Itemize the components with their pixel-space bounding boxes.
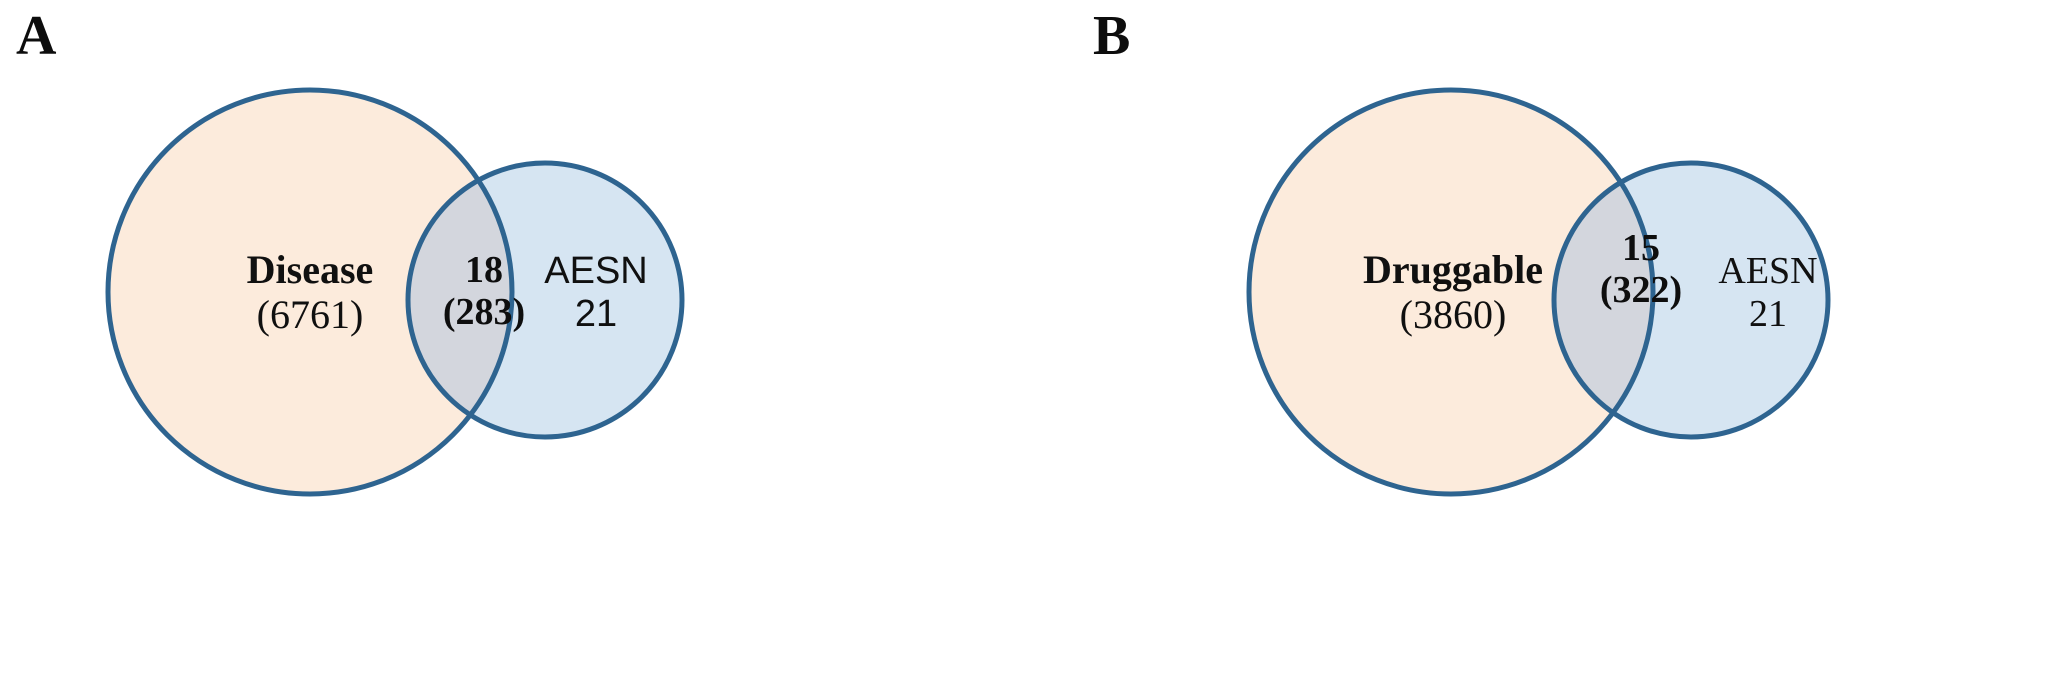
set-name-druggable: Druggable bbox=[1363, 247, 1543, 292]
venn-circle-right-outline-a bbox=[405, 160, 685, 440]
venn-overlap-a bbox=[408, 163, 512, 437]
set-count-aesn-a: 21 bbox=[574, 292, 618, 335]
venn-diagram-b bbox=[1246, 87, 1831, 497]
set-count-disease: (6761) bbox=[256, 291, 364, 337]
set-label-right-a: AESN 21 bbox=[496, 250, 696, 335]
overlap-label-b: 15 (322) bbox=[1561, 227, 1721, 312]
set-name-aesn-b: AESN bbox=[1718, 250, 1818, 292]
set-name-aesn-a: AESN bbox=[544, 250, 648, 292]
overlap-total-count-a: (283) bbox=[442, 290, 526, 333]
panel-label-a: A bbox=[16, 5, 57, 67]
overlap-genes-count-a: 18 bbox=[465, 249, 503, 291]
venn-circle-right-outline-b bbox=[1551, 160, 1831, 440]
panel-b: B Druggable (3860) 15 (322) AESN bbox=[1033, 0, 2065, 679]
set-label-right-b: AESN 21 bbox=[1673, 250, 1863, 335]
venn-circle-left-outline-b bbox=[1246, 87, 1656, 497]
set-name-disease: Disease bbox=[246, 247, 374, 292]
set-label-left-a: Disease (6761) bbox=[160, 247, 460, 338]
overlap-genes-count-b: 15 bbox=[1622, 227, 1660, 269]
venn-circle-left-b bbox=[1249, 90, 1653, 494]
panel-a: A Disease (6761) 1 bbox=[0, 0, 1032, 679]
venn-overlap-b bbox=[1554, 163, 1653, 437]
set-count-druggable: (3860) bbox=[1399, 291, 1507, 337]
venn-circle-left-outline-a bbox=[105, 87, 515, 497]
venn-circle-left-a bbox=[108, 90, 512, 494]
set-count-aesn-b: 21 bbox=[1749, 292, 1787, 335]
overlap-total-count-b: (322) bbox=[1599, 268, 1683, 311]
panel-label-b: B bbox=[1093, 5, 1131, 67]
venn-diagram-a bbox=[105, 87, 685, 497]
overlap-label-a: 18 (283) bbox=[394, 249, 574, 334]
set-label-left-b: Druggable (3860) bbox=[1288, 247, 1618, 338]
